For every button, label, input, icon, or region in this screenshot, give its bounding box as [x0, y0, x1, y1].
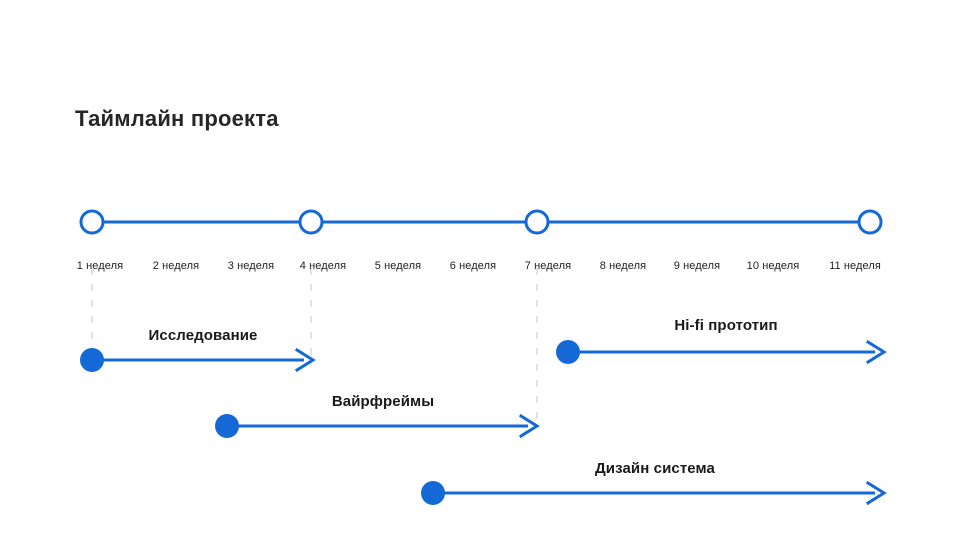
task-bar-dizajn-sistema[interactable] — [421, 480, 887, 506]
task-start-dot-dizajn-sistema — [421, 481, 445, 505]
milestone-week-1[interactable] — [79, 209, 105, 235]
week-label-7: 7 неделя — [524, 260, 572, 272]
milestone-week-11[interactable] — [857, 209, 883, 235]
week-label-2: 2 неделя — [152, 260, 200, 272]
task-arrowhead-issledovanie — [294, 347, 316, 373]
week-label-3: 3 неделя — [227, 260, 275, 272]
week-label-9: 9 неделя — [673, 260, 721, 272]
task-bar-hifi-prototip[interactable] — [556, 339, 887, 365]
task-start-dot-hifi-prototip — [556, 340, 580, 364]
task-arrowhead-vajrframy — [518, 413, 540, 439]
week-label-10: 10 неделя — [746, 260, 800, 272]
task-arrowhead-hifi-prototip — [865, 339, 887, 365]
week-label-11: 11 неделя — [829, 260, 881, 272]
task-bar-vajrframy[interactable] — [215, 413, 540, 439]
week-label-8: 8 неделя — [599, 260, 647, 272]
task-start-dot-issledovanie — [80, 348, 104, 372]
task-start-dot-vajrframy — [215, 414, 239, 438]
task-label-vajrframy: Вайрфреймы — [331, 393, 435, 410]
week-label-6: 6 неделя — [449, 260, 497, 272]
week-label-1: 1 неделя — [76, 260, 124, 272]
task-label-dizajn-sistema: Дизайн система — [595, 460, 715, 477]
task-arrowhead-dizajn-sistema — [865, 480, 887, 506]
milestone-week-4[interactable] — [298, 209, 324, 235]
task-bars-group — [80, 339, 887, 506]
page-title: Таймлайн проекта — [75, 106, 279, 131]
milestone-markers-group — [79, 209, 883, 235]
milestone-week-7[interactable] — [524, 209, 550, 235]
guide-lines-group — [91, 268, 538, 428]
week-label-4: 4 неделя — [299, 260, 347, 272]
task-label-hifi-prototip: Hi-fi прототип — [674, 317, 778, 334]
task-label-issledovanie: Исследование — [148, 327, 258, 344]
task-bar-issledovanie[interactable] — [80, 347, 316, 373]
week-label-5: 5 неделя — [374, 260, 422, 272]
